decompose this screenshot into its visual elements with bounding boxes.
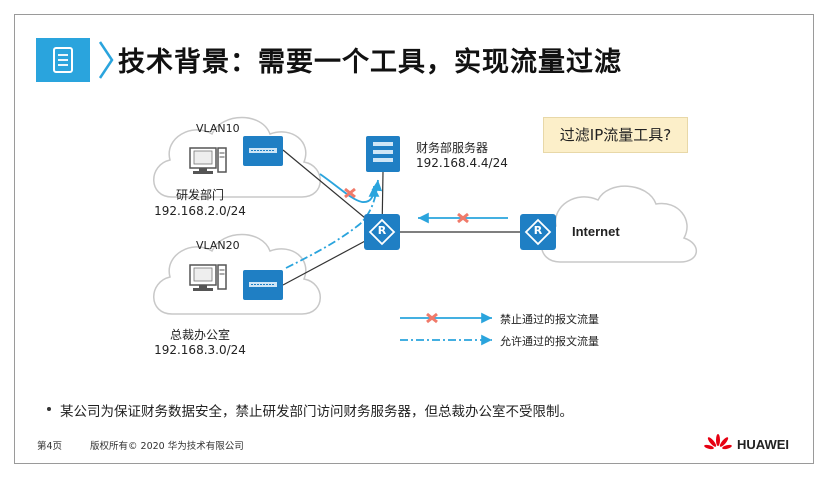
switch-icon	[242, 269, 284, 301]
description-text: 某公司为保证财务数据安全，禁止研发部门访问财务服务器，但总裁办公室不受限制。	[60, 404, 573, 420]
server-icon	[366, 136, 400, 172]
allowed-flow-arrow	[285, 179, 383, 269]
rd-dept-ip: 192.168.2.0/24	[154, 204, 246, 218]
document-icon	[36, 38, 90, 82]
deny-cross-icon	[426, 312, 438, 324]
rd-dept-name: 研发部门	[175, 188, 224, 202]
vlan20-label: VLAN20	[196, 239, 240, 252]
slide-frame	[14, 14, 814, 464]
vlan10-label: VLAN10	[196, 122, 240, 135]
page-title: 技术背景：需要一个工具，实现流量过滤	[118, 47, 622, 78]
page-number: 第4页	[37, 441, 63, 452]
huawei-logo-icon	[704, 434, 732, 450]
ceo-office-ip: 192.168.3.0/24	[154, 343, 246, 357]
legend-allow-label: 允许通过的报文流量	[500, 335, 599, 348]
deny-cross-icon	[344, 187, 356, 199]
deny-cross-icon	[457, 212, 469, 224]
ceo-office-name: 总裁办公室	[169, 328, 230, 342]
router-label: R	[533, 224, 543, 237]
question-callout: 过滤IP流量工具?	[543, 117, 688, 153]
server-name: 财务部服务器	[416, 141, 489, 155]
server-ip: 192.168.4.4/24	[416, 156, 508, 170]
internet-label: Internet	[572, 224, 620, 239]
router-label: R	[377, 224, 387, 237]
switch-icon	[242, 135, 284, 167]
denied-flow-arrow	[319, 173, 380, 203]
legend-deny-label: 禁止通过的报文流量	[500, 313, 599, 326]
copyright: 版权所有© 2020 华为技术有限公司	[90, 441, 244, 452]
chevron-right-icon	[96, 40, 114, 84]
brand-name: HUAWEI	[737, 437, 789, 452]
bullet-dot	[47, 407, 51, 411]
